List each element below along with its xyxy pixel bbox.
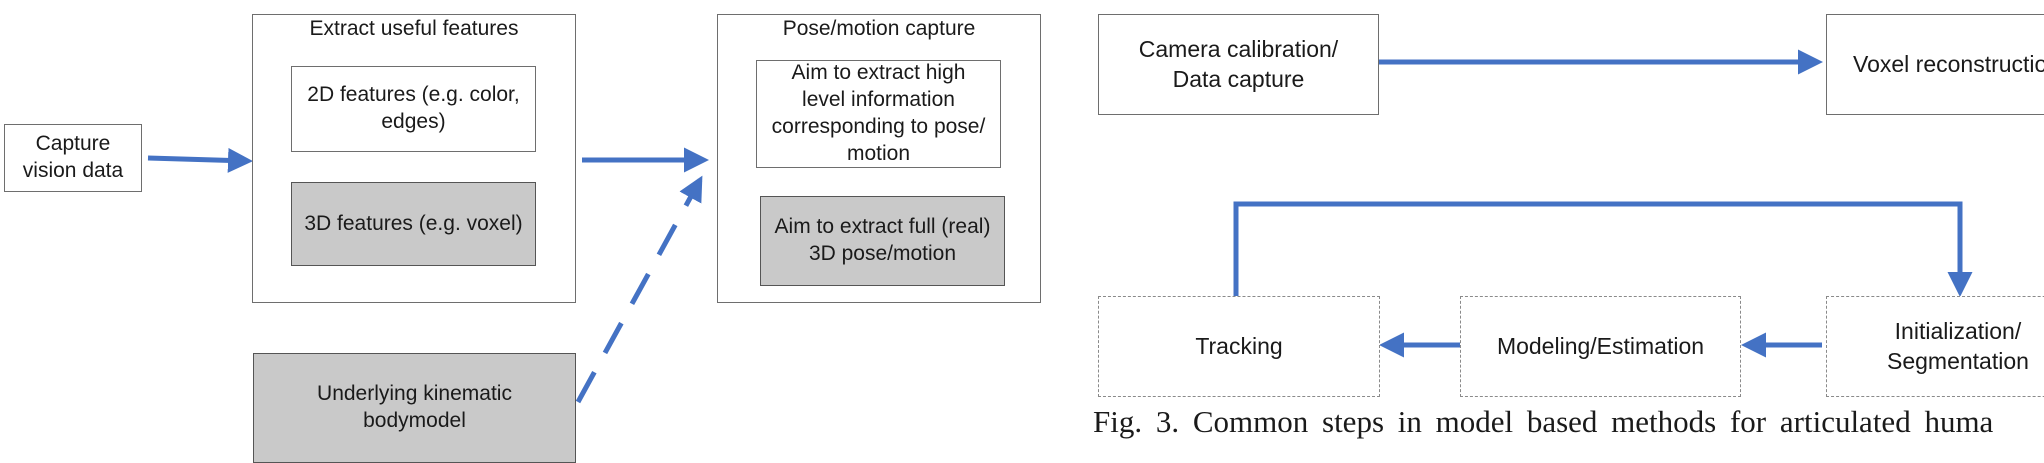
figure-caption: Fig. 3. Common steps in model based meth… (1093, 404, 1994, 439)
pose-motion-capture-title: Pose/motion capture (782, 17, 976, 40)
arrows-layer (147, 49, 1973, 404)
voxel-reconstruction-box: Voxel reconstructio (1826, 14, 2044, 115)
features-3d-box: 3D features (e.g. voxel) (291, 182, 536, 266)
camera-calibration-box: Camera calibration/ Data capture (1098, 14, 1379, 115)
arrow-loop-tracking-to-init (1233, 201, 1973, 297)
arrow-kinematic-to-pose-dashed (575, 175, 703, 404)
extract-features-title: Extract useful features (309, 17, 519, 40)
initialization-segmentation-box: Initialization/ Segmentation (1826, 296, 2044, 397)
arrow-capture-to-extract (147, 147, 253, 173)
capture-vision-data-box: Capture vision data (4, 124, 142, 192)
features-2d-box: 2D features (e.g. color, edges) (291, 66, 536, 152)
modeling-estimation-box: Modeling/Estimation (1460, 296, 1741, 397)
full-3d-pose-box: Aim to extract full (real) 3D pose/motio… (760, 196, 1005, 286)
kinematic-bodymodel-box: Underlying kinematic bodymodel (253, 353, 576, 463)
high-level-info-box: Aim to extract high level information co… (756, 60, 1001, 168)
extract-features-container: Extract useful features (252, 14, 576, 303)
pose-motion-capture-container: Pose/motion capture (717, 14, 1041, 303)
tracking-box: Tracking (1098, 296, 1380, 397)
